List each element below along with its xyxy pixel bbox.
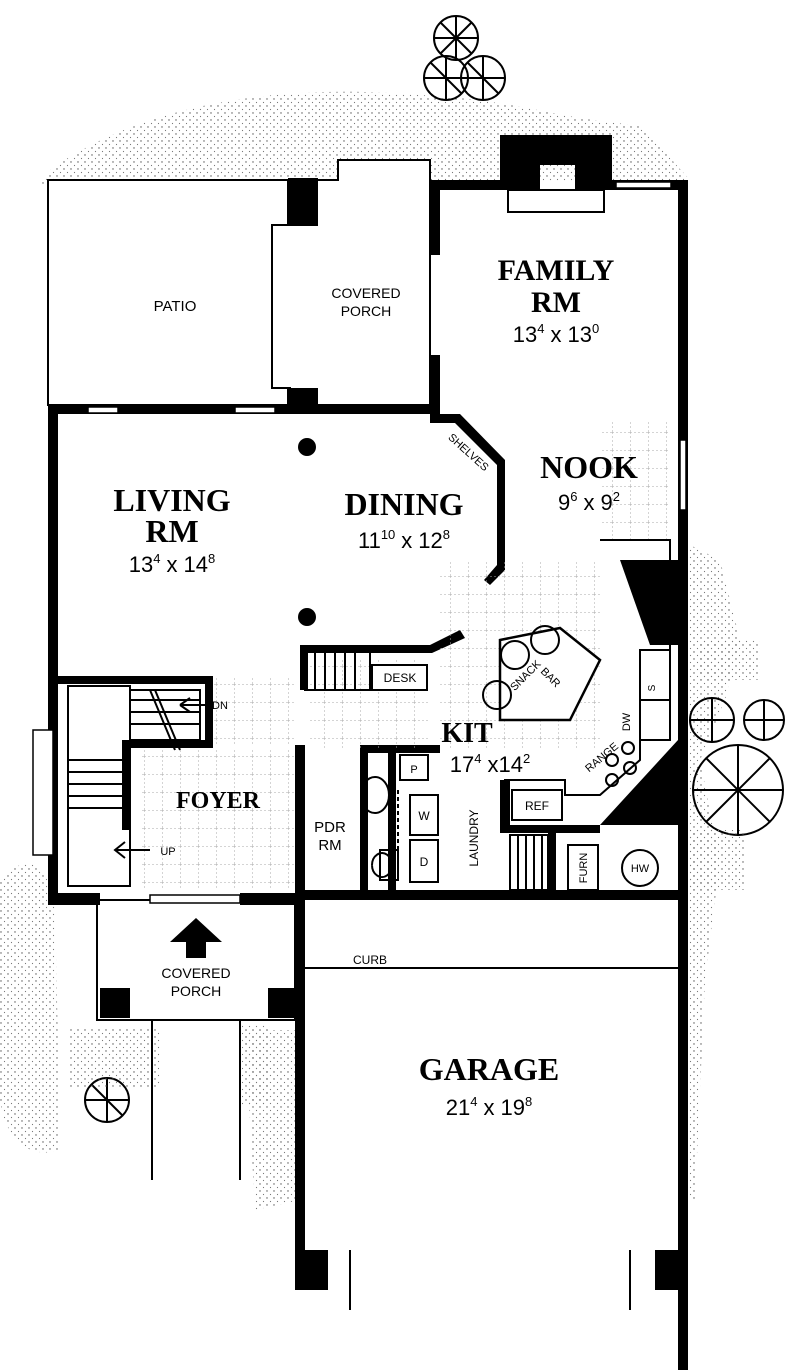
bookcase [304,649,371,691]
laundry-label: LAUNDRY [467,809,481,866]
washer-label: W [418,809,430,823]
dining-label: DINING [344,486,463,522]
tree-cluster-icon [423,15,506,101]
shelves-label: SHELVES [445,432,490,474]
sink-icon [360,776,390,814]
range-burners-icon [605,741,637,787]
windows [32,181,687,904]
bar-stool-icon [482,625,560,710]
interior-walls [58,414,678,893]
water-heater [621,849,659,887]
kitchen-counter [504,539,671,831]
sink-label: S [647,684,658,691]
desk [371,664,428,691]
staircase [67,685,201,887]
foyer-label: FOYER [176,788,261,814]
covered-porch-rear-label-1: COVERED [331,285,400,301]
living-rm-label-1: LIVING [113,482,230,518]
living-rm-label-2: RM [145,513,198,549]
curb-label: CURB [353,953,387,967]
dn-arrow-icon [179,697,205,713]
patio [47,179,289,406]
toilet-icon [371,849,399,881]
tree-cluster-icon [689,697,785,836]
pdr-rm-label-1: PDR [314,819,346,836]
fireplace-chimney [500,135,612,213]
refrigerator [511,789,563,821]
family-rm-label-2: RM [531,286,581,319]
covered-porch-front-label-2: PORCH [171,983,222,999]
family-rm-label-1: FAMILY [498,254,615,287]
front-entry-arrow-icon [170,918,222,958]
patio-label: PATIO [154,298,197,315]
pantry [399,754,429,781]
utility-stair [509,834,549,891]
ref-label: REF [525,799,549,813]
laundry-appliances [397,790,439,883]
covered-porch-front-label-1: COVERED [161,965,230,981]
dryer-label: D [420,855,429,869]
kit-label: KIT [441,718,493,749]
garage-label: GARAGE [419,1051,559,1087]
snack-bar [498,626,602,722]
up-arrow-icon [113,841,150,859]
nook-label: NOOK [540,449,638,485]
furnace [567,844,599,891]
up-label: UP [160,846,175,858]
garage-door-jambs [295,1250,688,1310]
dn-label: DN [212,700,228,712]
pdr-rm-label-2: RM [318,837,341,854]
shrub-bed-icon [70,640,760,1105]
furn-label: FURN [578,853,590,884]
covered-porch-rear-label-2: PORCH [341,303,392,319]
hw-label: HW [631,863,650,875]
desk-label: DESK [384,671,417,685]
front-walk [151,1020,241,1180]
dw-label: DW [621,712,633,731]
tile-floor [213,676,295,746]
pantry-label: P [410,764,417,776]
